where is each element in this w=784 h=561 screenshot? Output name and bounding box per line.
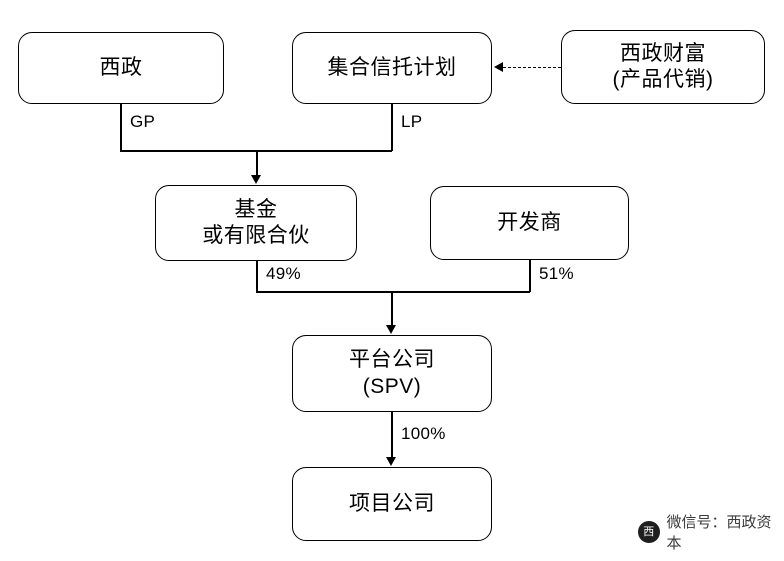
connector-platform-to-project [391, 412, 393, 458]
watermark: 西 微信号：西政资本 [638, 511, 784, 553]
watermark-text: 微信号：西政资本 [666, 514, 772, 552]
connector-wealth-to-trust [503, 67, 561, 68]
node-trust-plan[interactable]: 集合信托计划 [292, 32, 492, 104]
node-fund-sublabel: 或有限合伙 [202, 224, 310, 247]
connector-platform-stem [391, 291, 393, 326]
node-developer[interactable]: 开发商 [430, 186, 629, 260]
node-project[interactable]: 项目公司 [292, 467, 492, 541]
arrow-into-trust-plan [494, 62, 503, 72]
node-platform[interactable]: 平台公司 (SPV) [292, 335, 492, 412]
edge-label-lp: LP [401, 112, 423, 131]
edge-label-gp: GP [130, 112, 156, 131]
arrow-into-fund [251, 175, 261, 184]
edge-label-100: 100% [401, 424, 446, 443]
node-xizheng[interactable]: 西政 [18, 32, 224, 104]
connector-fund-stem [256, 150, 258, 176]
arrow-into-platform [386, 325, 396, 334]
node-developer-label: 开发商 [497, 210, 562, 234]
connector-developer-down [529, 260, 531, 292]
node-trust-plan-label: 集合信托计划 [327, 55, 457, 79]
node-xizheng-wealth[interactable]: 西政财富 (产品代销) [561, 30, 765, 104]
connector-fund-developer-horizontal [256, 291, 530, 293]
arrow-into-project [386, 457, 396, 466]
node-project-label: 项目公司 [349, 491, 435, 515]
node-fund-label: 基金 [234, 197, 278, 221]
node-fund[interactable]: 基金 或有限合伙 [155, 185, 357, 261]
edge-label-49: 49% [266, 264, 301, 283]
node-xizheng-wealth-sublabel: (产品代销) [612, 68, 714, 91]
connector-fund-down [256, 261, 258, 292]
connector-lp-vertical [391, 104, 393, 151]
node-xizheng-wealth-label: 西政财富 [620, 41, 706, 65]
watermark-logo-icon: 西 [638, 521, 660, 543]
node-xizheng-label: 西政 [99, 55, 143, 79]
node-platform-label: 平台公司 [349, 348, 435, 372]
edge-label-51: 51% [539, 264, 574, 283]
connector-gp-vertical [120, 104, 122, 151]
node-platform-sublabel: (SPV) [362, 374, 422, 398]
